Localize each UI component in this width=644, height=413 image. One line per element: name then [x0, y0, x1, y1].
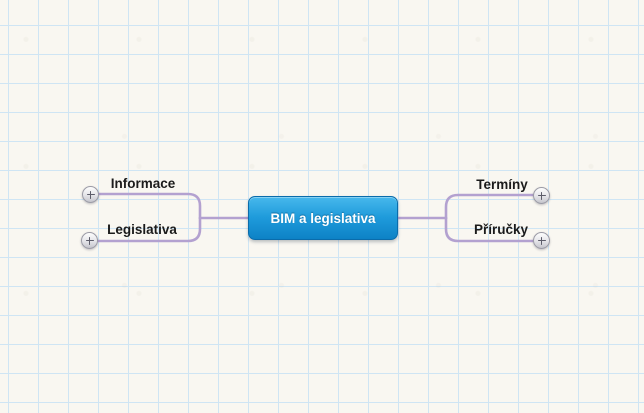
expand-button-legislativa[interactable] [81, 232, 98, 249]
branch-label-terminy[interactable]: Termíny [476, 177, 528, 192]
expand-button-informace[interactable] [82, 186, 99, 203]
branch-label-informace[interactable]: Informace [110, 176, 176, 191]
root-node-label: BIM a legislativa [270, 210, 376, 226]
expand-button-prirucky[interactable] [533, 232, 550, 249]
plus-icon [540, 191, 543, 200]
branch-label-legislativa[interactable]: Legislativa [107, 222, 177, 237]
root-node[interactable]: BIM a legislativa [248, 196, 398, 240]
plus-icon [88, 236, 91, 245]
branch-label-prirucky[interactable]: Příručky [473, 222, 529, 237]
connector-left-top [96, 192, 202, 220]
plus-icon [89, 190, 92, 199]
plus-icon [540, 236, 543, 245]
connector-right-top [444, 193, 535, 220]
expand-button-terminy[interactable] [533, 187, 550, 204]
